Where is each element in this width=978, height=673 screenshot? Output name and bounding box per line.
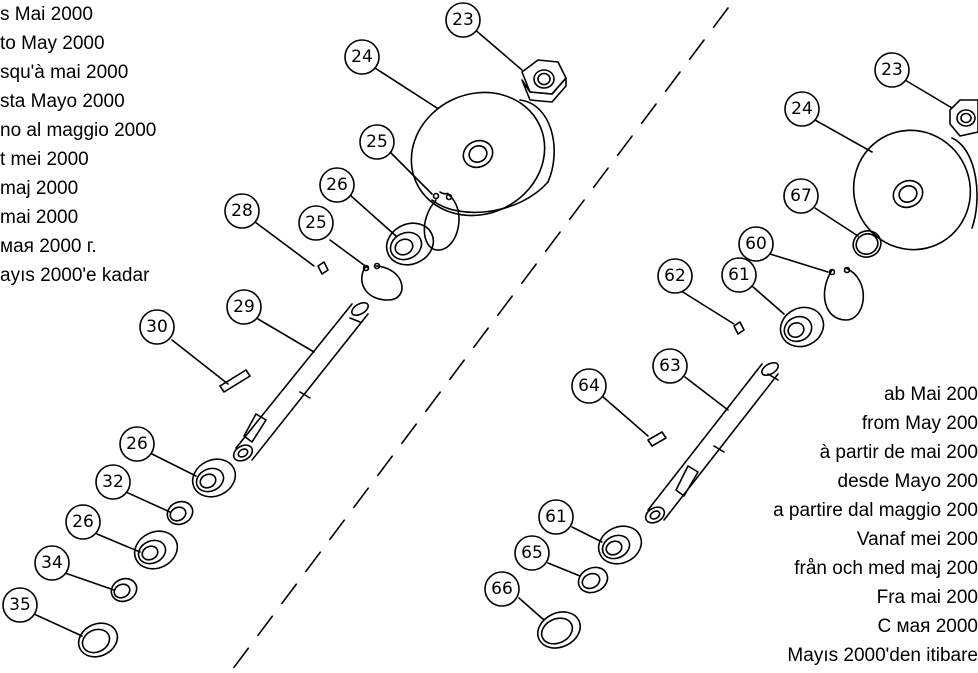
callout-35 [2,587,38,623]
part-65-ring [577,566,609,594]
callout-label-35: 35 [9,595,31,615]
note-de: ab Mai 200 [883,384,978,405]
callout-24 [344,39,380,75]
part-24-pulley [410,91,555,217]
part-32-spacer [166,500,194,526]
callout-label-61: 61 [728,265,750,285]
note-no: mai 2000 [0,207,79,228]
part-67-ring [852,230,882,258]
callout-25b [298,205,334,241]
part-26-bearing-middle [191,458,237,498]
note-de: s Mai 2000 [0,4,93,25]
callout-label-67: 67 [790,186,812,206]
callout-label-23-right: 23 [881,60,903,80]
part-28-key [317,261,329,275]
note-nl: Vanaf mei 200 [856,529,978,550]
leader-lines-left [33,27,523,637]
callout-label-34: 34 [41,553,63,573]
callout-26 [319,167,355,203]
note-no: Fra mai 200 [876,587,978,608]
callout-label-26c: 26 [72,512,94,532]
part-64-key [647,431,667,447]
callout-24-right [784,91,820,127]
part-61-bearing-lower [597,525,643,565]
callout-label-64: 64 [578,376,600,396]
part-35-seal [77,622,119,658]
note-tr: Mayıs 2000'den itibare [787,645,978,666]
callout-34 [34,545,70,581]
note-sv: från och med maj 200 [794,558,978,579]
callout-29 [226,289,262,325]
callout-65 [514,535,550,571]
note-tr: ayıs 2000'e kadar [0,265,150,286]
callout-28 [224,193,260,229]
callout-label-25: 25 [366,132,388,152]
callout-32 [95,464,131,500]
validity-notes-from-may-2000: ab Mai 200 from May 200 à partir de mai … [773,380,978,670]
note-ru: С мая 2000 [877,616,978,637]
callout-label-60: 60 [745,234,767,254]
note-ru: мая 2000 г. [0,236,97,257]
part-60-circlip [823,266,865,321]
part-30-key [219,369,251,393]
callout-label-28: 28 [231,201,253,221]
note-it: no al maggio 2000 [0,120,157,141]
part-34-spacer [110,577,138,603]
callout-label-29: 29 [233,297,255,317]
note-fr: à partir de mai 200 [819,442,978,463]
callout-64 [571,368,607,404]
part-26-bearing-lower [133,530,179,570]
callout-label-63: 63 [659,356,681,376]
callout-62 [657,258,693,294]
callout-30 [139,309,175,345]
part-61-bearing-upper [779,306,825,348]
note-sv: maj 2000 [0,178,79,199]
callout-label-24: 24 [351,47,373,67]
callout-26c [65,504,101,540]
callout-23-right [874,52,910,88]
callout-66 [484,571,520,607]
part-25-circlip-upper [423,191,460,251]
callout-60 [738,226,774,262]
note-nl: t mei 2000 [0,149,89,170]
callout-26b [119,426,155,462]
callout-label-62: 62 [664,266,686,286]
callout-61b [538,499,574,535]
part-24-pulley-right [852,129,978,251]
note-en: from May 200 [861,413,978,434]
separator-dashed-line [231,7,729,671]
note-es: desde Mayo 200 [837,471,978,492]
callout-label-66: 66 [491,579,513,599]
callout-61 [721,257,757,293]
callout-63 [652,348,688,384]
note-es: sta Mayo 2000 [0,91,125,112]
validity-notes-until-may-2000: s Mai 2000 to May 2000 squ'à mai 2000 st… [0,0,156,290]
callout-23 [445,2,481,38]
callout-label-61b: 61 [545,507,567,527]
part-63-shaft [644,361,779,524]
callout-label-24-right: 24 [791,99,813,119]
part-25-circlip-lower [361,262,403,301]
part-26-bearing-upper [385,222,435,266]
callout-label-26: 26 [326,175,348,195]
note-en: to May 2000 [0,33,105,54]
callout-label-25b: 25 [305,213,327,233]
callout-25 [359,124,395,160]
part-29-shaft [232,301,369,462]
part-66-seal [537,611,581,649]
part-23-nut [521,59,567,103]
part-62-key [733,321,745,335]
note-it: a partire dal maggio 200 [773,500,978,521]
callout-label-32: 32 [102,472,124,492]
callout-67 [783,178,819,214]
callout-label-23: 23 [452,10,474,30]
note-fr: squ'à mai 2000 [0,62,129,83]
callout-label-26b: 26 [126,434,148,454]
part-23-nut-right [949,99,978,137]
callout-label-65: 65 [521,543,543,563]
leader-lines-right [518,79,953,621]
callout-label-30: 30 [146,317,168,337]
